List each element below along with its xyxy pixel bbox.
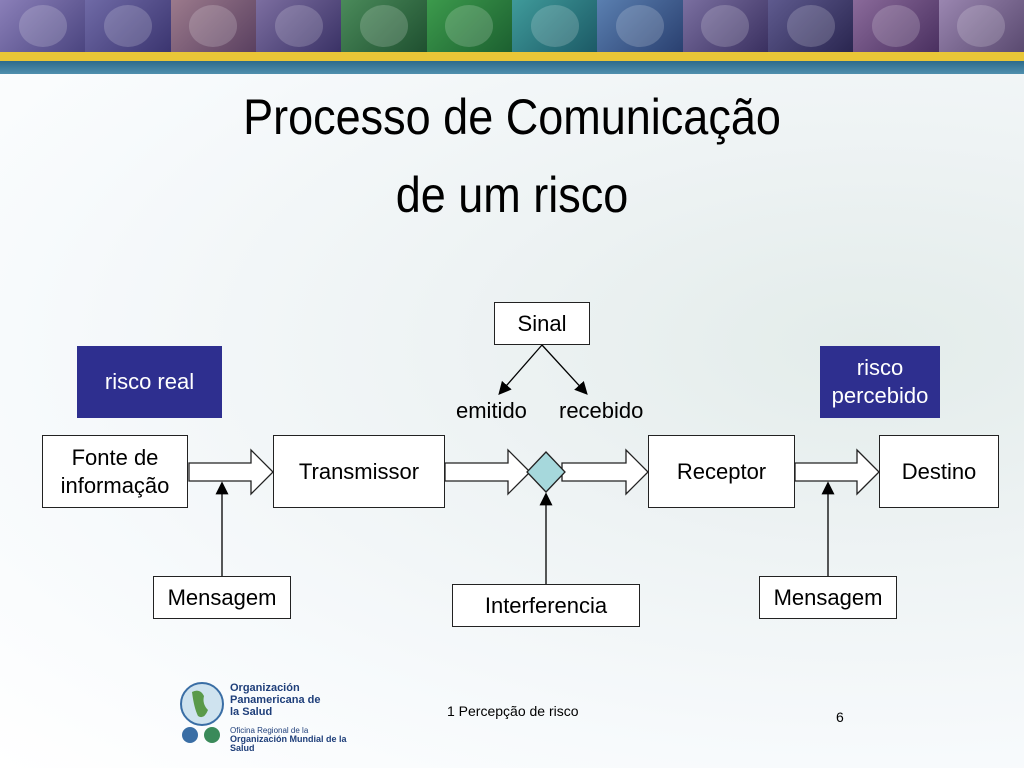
risco-real-label: risco real [77,346,222,418]
arrow-emitido [498,344,543,395]
banner-face [938,0,1024,52]
diamond-node [526,451,566,493]
logo-sub-1: Oficina Regional de la [230,726,309,735]
mensagem-right-box: Mensagem [759,576,897,619]
page-number: 6 [836,709,844,725]
banner-face [0,0,86,52]
emitido-label: emitido [456,398,527,423]
block-arrow-fonte-transmissor [188,448,274,496]
header-yellow-stripe [0,52,1024,61]
banner-face [511,0,598,52]
block-arrow-receptor-destino [794,448,880,496]
mensagem-left-box: Mensagem [153,576,291,619]
banner-face [853,0,939,52]
interferencia-box: Interferencia [452,584,640,627]
recebido-label: recebido [559,398,644,423]
banner-face [341,0,427,52]
header-photo-banner [0,0,1024,52]
block-arrow-diamond-receptor [561,448,649,496]
logo-org-name: Organización Panamericana de la Salud [230,682,321,718]
banner-face [682,0,768,52]
block-arrow-transmissor-diamond [444,448,531,496]
risco-percebido-label: risco percebido [820,346,940,418]
banner-face [767,0,854,52]
banner-face [170,0,256,52]
banner-face [426,0,512,52]
banner-face [85,0,171,52]
fonte-box: Fonte de informação [42,435,188,508]
title-line-2: de um risco [395,167,629,223]
globe-icon [180,682,224,743]
destino-box: Destino [879,435,999,508]
arrow-recebido [541,344,588,395]
paho-logo: Organización Panamericana de la Salud Of… [178,680,358,753]
banner-face [597,0,683,52]
header-blue-stripe [0,61,1024,74]
slide-title: Processo de Comunicação de um risco [51,78,973,234]
title-line-1: Processo de Comunicação [243,89,781,145]
banner-face [255,0,342,52]
transmissor-box: Transmissor [273,435,445,508]
logo-sub-2: Organización Mundial de la Salud [230,734,347,753]
sinal-box: Sinal [494,302,590,345]
footer-caption: 1 Percepção de risco [447,703,579,719]
receptor-box: Receptor [648,435,795,508]
